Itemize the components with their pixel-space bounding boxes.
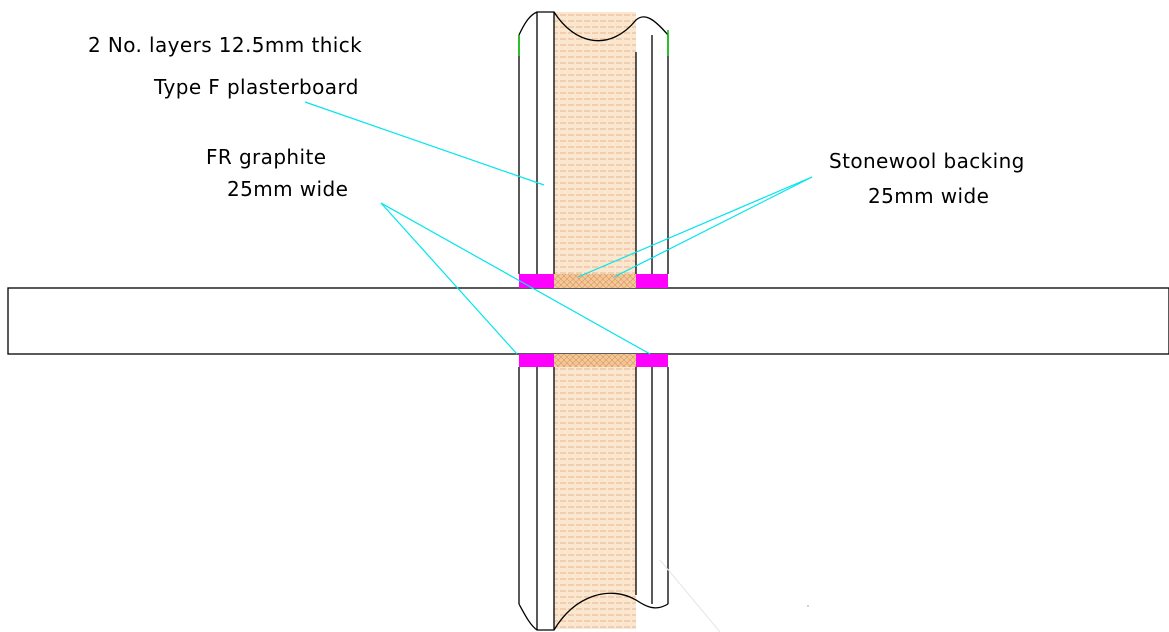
graphite-seal-lower-right <box>636 354 668 367</box>
stonewool-backing-upper <box>554 274 636 288</box>
leader-lines <box>304 101 813 355</box>
graphite-label-line2: 25mm wide <box>227 177 348 201</box>
lower-wall-break-curve <box>518 592 669 631</box>
plasterboard-label-line2: Type F plasterboard <box>153 75 359 99</box>
stonewool-leader-right <box>613 176 813 278</box>
lower-wall-section <box>518 367 669 631</box>
upper-wall-section <box>518 11 669 274</box>
construction-mark <box>659 559 721 632</box>
graphite-seal-upper-left <box>519 274 554 288</box>
stonewool-backing-lower <box>554 354 636 367</box>
plasterboard-leader <box>304 101 545 186</box>
graphite-leader-left <box>380 202 518 355</box>
upper-wall-break-curve <box>518 11 669 42</box>
stonewool-label-line1: Stonewool backing <box>829 149 1025 173</box>
graphite-label-line1: FR graphite <box>206 145 326 169</box>
stonewool-leader-left <box>577 176 813 278</box>
graphite-seal-upper-right <box>636 274 668 288</box>
graphite-leader-right <box>380 202 651 355</box>
graphite-seal-lower-left <box>519 354 554 367</box>
construction-dot <box>807 605 809 607</box>
upper-seals <box>519 274 668 288</box>
lower-seals <box>519 354 668 367</box>
lower-insulation-core <box>554 367 636 629</box>
upper-insulation-core <box>554 12 636 274</box>
plasterboard-label-line1: 2 No. layers 12.5mm thick <box>88 33 362 57</box>
stonewool-label-line2: 25mm wide <box>868 184 989 208</box>
penetrating-service <box>7 287 1169 355</box>
